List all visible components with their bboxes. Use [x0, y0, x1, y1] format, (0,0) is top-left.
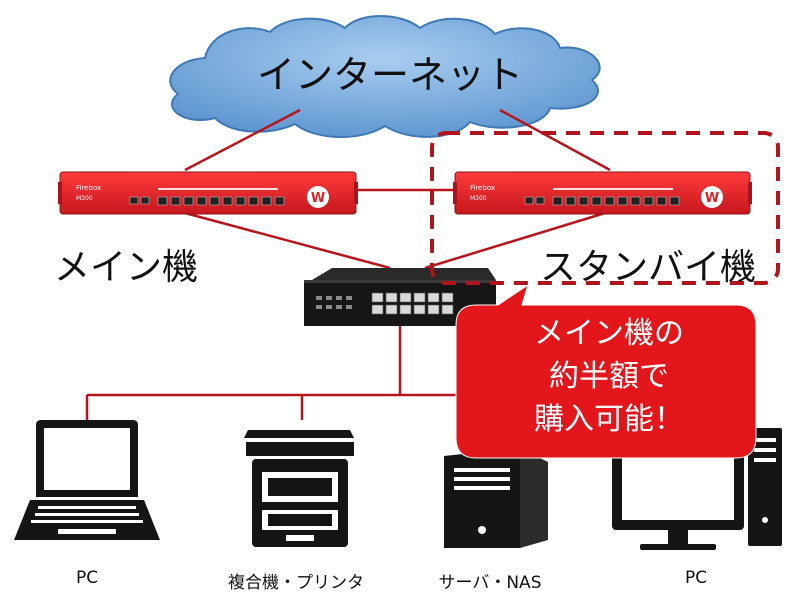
standby-firewall: Firebox M300 W	[453, 171, 752, 215]
internet-cloud	[169, 15, 601, 139]
main-firewall-model: M300	[76, 195, 93, 202]
server-label: サーバ・NAS	[438, 573, 542, 593]
desktop-label: PC	[684, 568, 708, 588]
printer-icon	[244, 430, 354, 547]
svg-text:Firebox: Firebox	[76, 184, 101, 192]
network-switch	[304, 268, 496, 326]
link-cloud-main	[184, 108, 301, 172]
callout-line-3: 購入可能！	[534, 402, 684, 437]
standby-firewall-label: スタンバイ機	[540, 247, 757, 288]
desktop-pc-icon	[612, 428, 782, 550]
printer-label: 複合機・プリンタ	[228, 573, 364, 593]
main-firewall: Firebox M300 W	[58, 171, 358, 215]
internet-label: インターネット	[256, 53, 523, 97]
standby-firewall-model: M300	[470, 195, 487, 202]
link-cloud-standby	[499, 108, 611, 172]
svg-text:W: W	[311, 191, 325, 206]
link-standby-switch	[424, 211, 606, 270]
laptop-label: PC	[75, 568, 99, 588]
callout-line-1: メイン機の	[534, 316, 684, 351]
callout-line-2: 約半額で	[549, 359, 669, 394]
server-icon	[444, 448, 548, 548]
laptop-icon	[14, 420, 160, 540]
callout-text: メイン機の 約半額で 購入可能！	[463, 312, 755, 441]
svg-text:Firebox: Firebox	[470, 184, 495, 192]
main-firewall-label: メイン機	[54, 247, 199, 288]
link-main-switch	[184, 211, 391, 270]
price-callout	[455, 283, 757, 459]
svg-text:W: W	[705, 191, 719, 206]
